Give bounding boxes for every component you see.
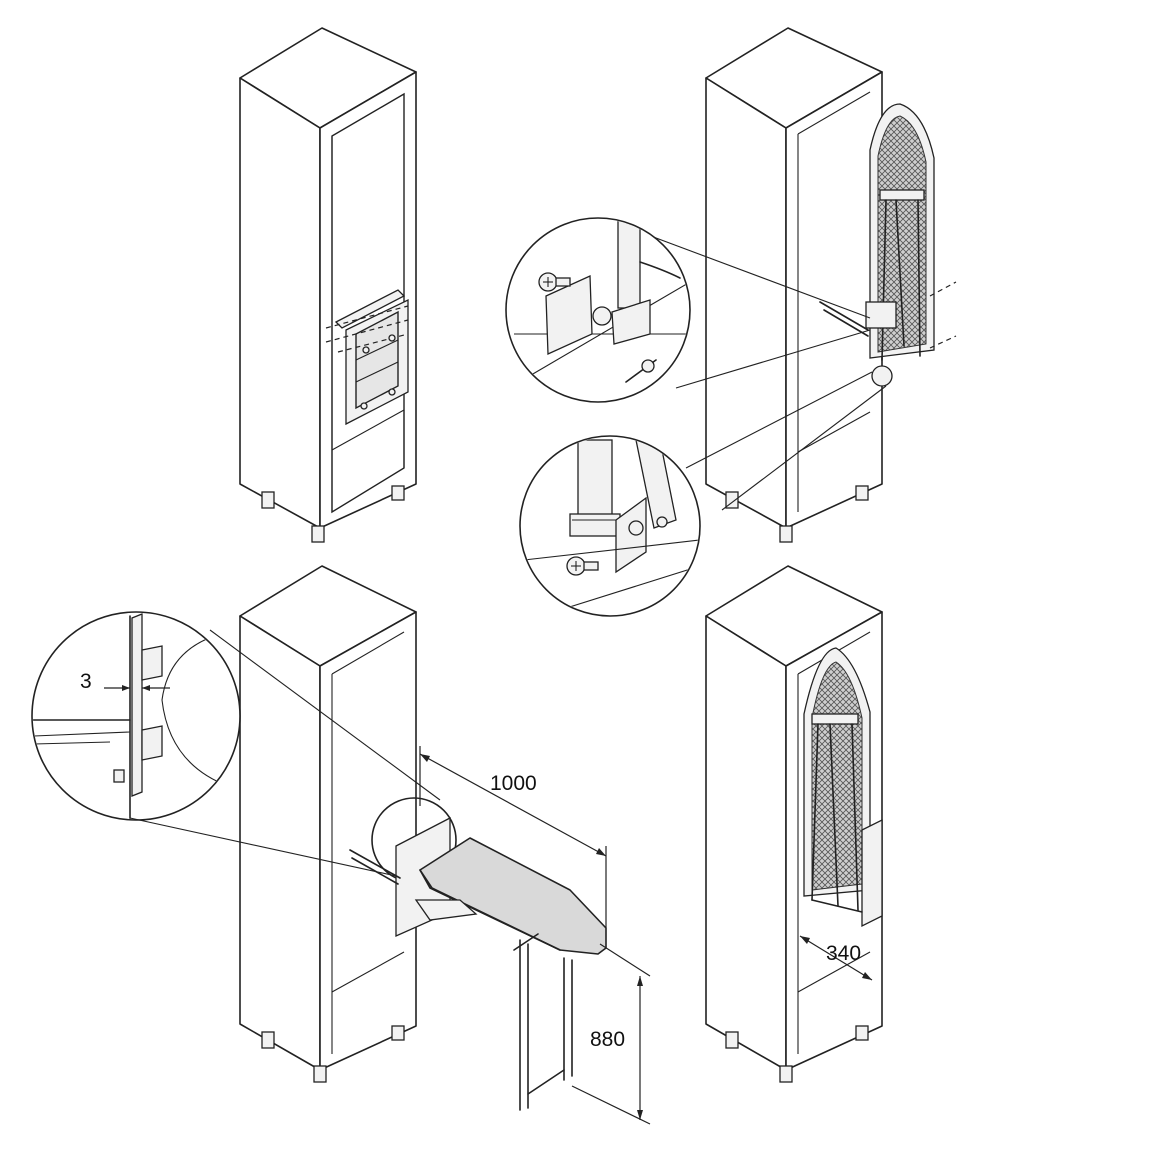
height-dimension-label: 880	[590, 1028, 625, 1051]
ironing-board-icon	[803, 647, 883, 928]
step-3-board-deployed: 3 1000	[31, 565, 651, 1125]
detail-magnifier-icon	[519, 435, 701, 617]
cabinet-icon	[239, 27, 417, 543]
cabinet-icon	[705, 27, 883, 543]
width-dimension-label: 340	[826, 942, 861, 965]
width-dimension: 340	[799, 935, 873, 981]
length-dimension: 1000	[419, 746, 607, 928]
cabinet-icon	[239, 565, 417, 1083]
length-dimension-label: 1000	[490, 772, 537, 795]
detail-magnifier-icon: 3	[31, 611, 241, 821]
screw-icon	[538, 272, 571, 292]
step-2-cabinet-folded-board	[505, 27, 957, 617]
screw-icon	[566, 556, 599, 576]
gap-dimension-label: 3	[80, 670, 92, 693]
ironing-board-icon	[819, 103, 957, 387]
ironing-board-icon	[349, 797, 607, 1111]
step-4-board-stored: 340	[705, 565, 883, 1083]
detail-magnifier-icon	[505, 217, 691, 403]
step-1-cabinet-with-bracket	[239, 27, 417, 543]
height-dimension: 880	[571, 943, 651, 1125]
mounting-bracket-icon	[325, 289, 409, 426]
